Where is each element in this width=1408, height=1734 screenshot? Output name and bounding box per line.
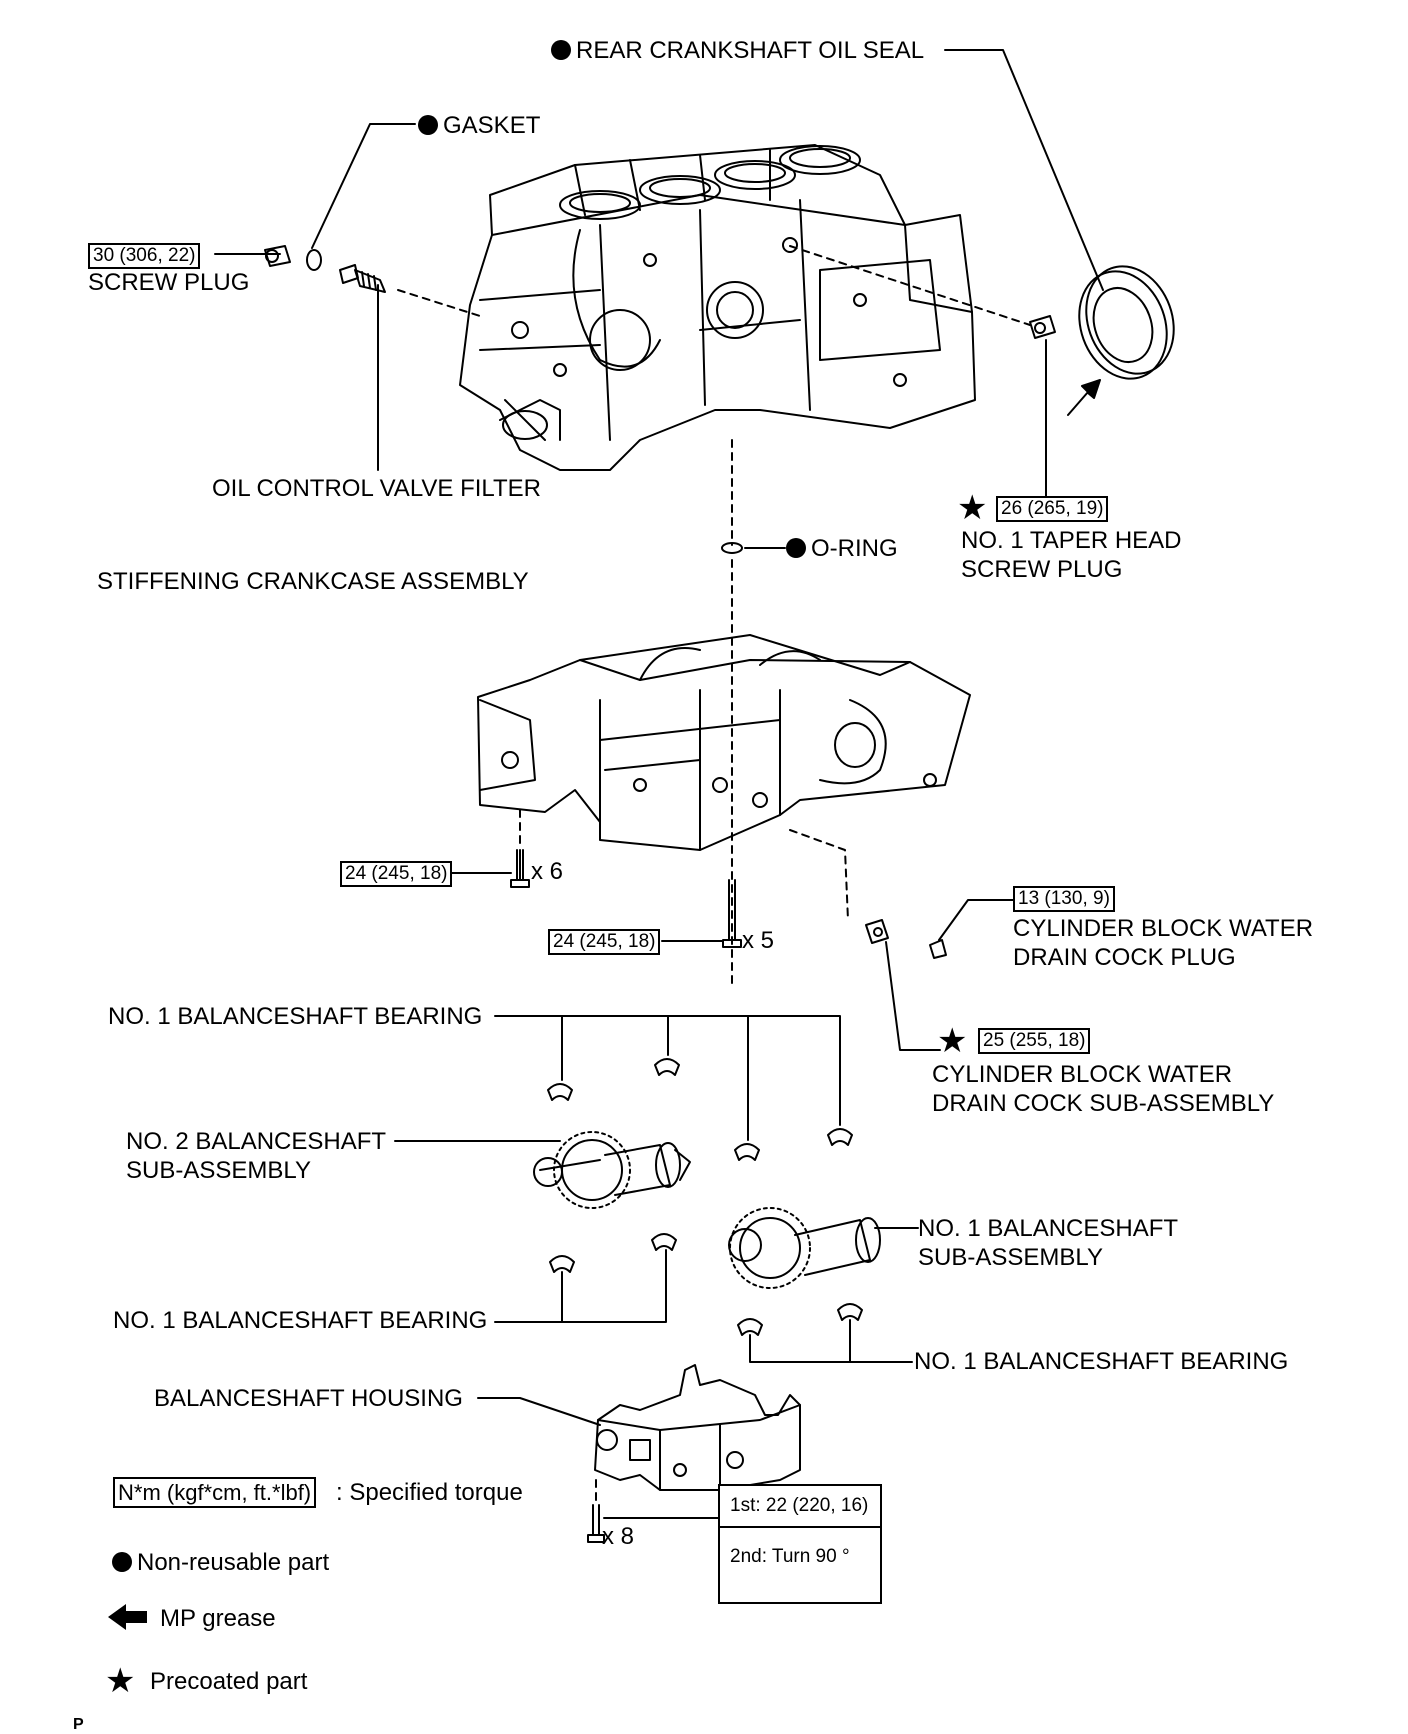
rear-oil-seal-label: REAR CRANKSHAFT OIL SEAL (551, 36, 924, 65)
bolt-x5-icon (722, 879, 742, 948)
legend-torque-box: N*m (kgf*cm, ft.*lbf) (113, 1477, 317, 1508)
housing-torque-2nd: 2nd: Turn 90 ° (730, 1546, 850, 1567)
legend-torque-text: : Specified torque (336, 1479, 523, 1506)
o-ring-icon (721, 542, 743, 554)
legend-star-icon: ★ (105, 1661, 136, 1701)
cylinder-block-icon (459, 144, 976, 471)
taper-head-screw-plug-icon (1029, 315, 1056, 339)
legend-nonreusable: Non-reusable part (112, 1548, 329, 1577)
mp-grease-arrow-icon (1067, 379, 1101, 416)
oil-control-valve-filter-icon (339, 264, 386, 293)
no2-shaft-label-line1: NO. 2 BALANCESHAFT (126, 1128, 387, 1155)
screw-plug-label: SCREW PLUG (88, 269, 250, 296)
legend-grease-text: MP grease (160, 1605, 276, 1632)
screw-plug-icon (264, 245, 291, 267)
non-reusable-dot-icon (112, 1552, 132, 1572)
drain-cock-sub-assembly-icon (865, 919, 889, 944)
housing-label: BALANCESHAFT HOUSING (154, 1385, 463, 1412)
screw-plug-torque: 30 (306, 22) (88, 243, 201, 269)
taper-plug-label-line2: SCREW PLUG (961, 556, 1123, 583)
x5-label: x 5 (742, 927, 775, 954)
taper-plug-torque: 26 (265, 19) (996, 496, 1109, 522)
rear-crankshaft-oil-seal-icon (1078, 265, 1175, 380)
no2-balanceshaft-icon (533, 1131, 691, 1209)
o-ring-label: O-RING (786, 534, 898, 563)
bolt-x6-icon (510, 849, 530, 888)
legend-precoated-text: Precoated part (150, 1668, 308, 1695)
corner-mark: P (73, 1716, 84, 1733)
precoated-star-icon: ★ (937, 1021, 968, 1061)
legend-grease-arrow-icon (108, 1604, 147, 1630)
no2-shaft-label-line2: SUB-ASSEMBLY (126, 1157, 311, 1184)
non-reusable-dot-icon (551, 40, 571, 60)
bolt-x8-icon (587, 1504, 605, 1543)
drain-cock-plug-icon (929, 939, 947, 959)
no1-shaft-label-line1: NO. 1 BALANCESHAFT (918, 1215, 1179, 1242)
drain-sub-label-line2: DRAIN COCK SUB-ASSEMBLY (932, 1090, 1275, 1117)
non-reusable-dot-icon (786, 538, 806, 558)
bearing-top-label: NO. 1 BALANCESHAFT BEARING (108, 1003, 483, 1030)
crankcase-x5-torque: 24 (245, 18) (548, 929, 661, 955)
x6-label: x 6 (531, 858, 564, 885)
drain-sub-label-line1: CYLINDER BLOCK WATER (932, 1061, 1233, 1088)
precoated-star-icon: ★ (957, 488, 988, 528)
gasket-icon (306, 249, 322, 271)
drain-sub-torque: 25 (255, 18) (978, 1028, 1091, 1054)
housing-torque-1st: 1st: 22 (220, 16) (720, 1486, 880, 1528)
bearing-shell-icon (547, 1058, 853, 1161)
bearing-shell-icon (549, 1233, 863, 1336)
bearing-right-label: NO. 1 BALANCESHAFT BEARING (914, 1348, 1289, 1375)
gasket-label: GASKET (418, 111, 540, 140)
oil-control-valve-filter-label: OIL CONTROL VALVE FILTER (212, 475, 541, 502)
drain-plug-label-line1: CYLINDER BLOCK WATER (1013, 915, 1314, 942)
taper-plug-label-line1: NO. 1 TAPER HEAD (961, 527, 1182, 554)
x8-label: x 8 (602, 1523, 635, 1550)
stiffening-crankcase-label: STIFFENING CRANKCASE ASSEMBLY (97, 568, 529, 595)
drain-plug-label-line2: DRAIN COCK PLUG (1013, 944, 1236, 971)
non-reusable-dot-icon (418, 115, 438, 135)
crankcase-x6-torque: 24 (245, 18) (340, 861, 453, 887)
stiffening-crankcase-icon (477, 634, 971, 851)
balanceshaft-housing-icon (594, 1364, 801, 1491)
housing-torque-table: 1st: 22 (220, 16) 2nd: Turn 90 ° (718, 1484, 882, 1604)
no1-balanceshaft-icon (728, 1207, 881, 1289)
drain-plug-torque: 13 (130, 9) (1013, 886, 1115, 912)
no1-shaft-label-line2: SUB-ASSEMBLY (918, 1244, 1103, 1271)
bearing-mid-label: NO. 1 BALANCESHAFT BEARING (113, 1307, 488, 1334)
